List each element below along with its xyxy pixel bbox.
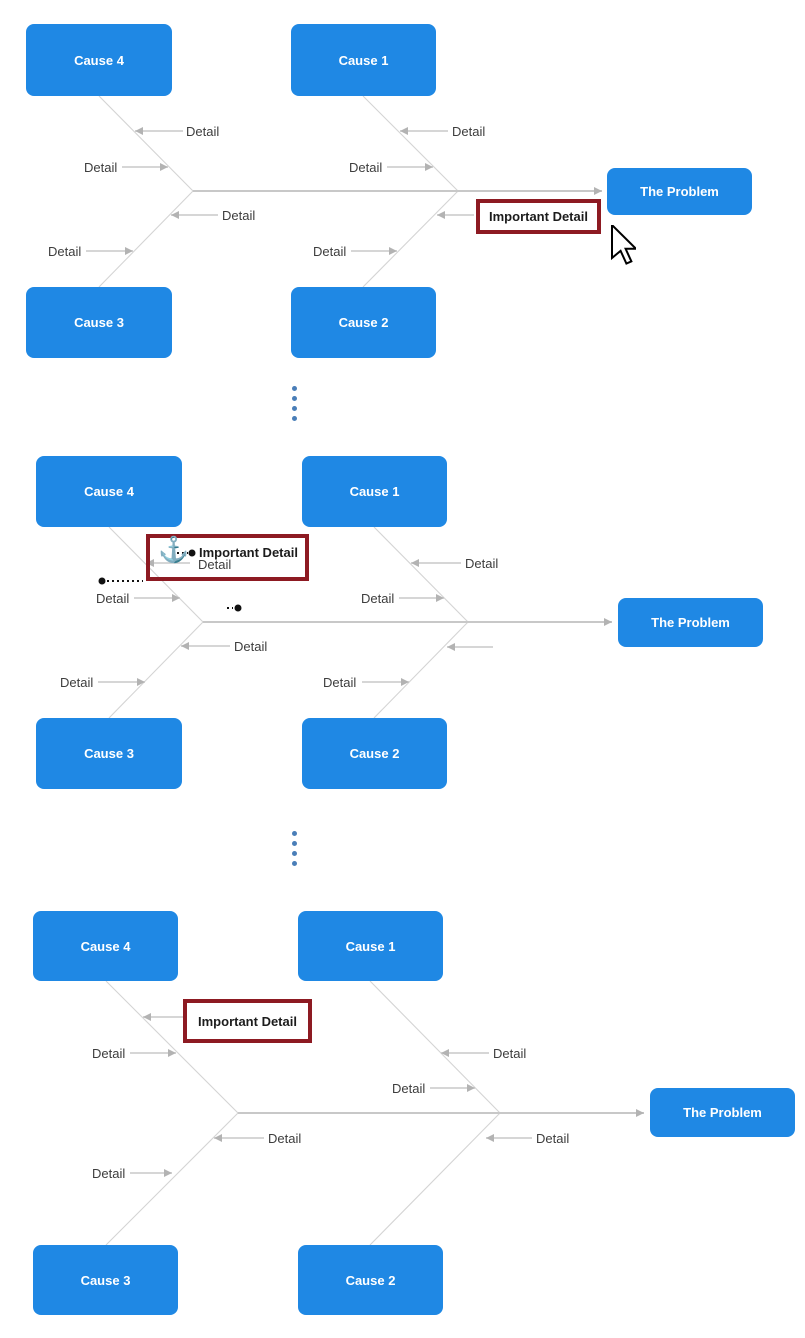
detail-label[interactable]: Detail <box>198 557 232 572</box>
detail-label[interactable]: Detail <box>222 208 256 223</box>
problem-box[interactable]: The Problem <box>618 598 763 647</box>
cause-2-box[interactable]: Cause 2 <box>291 287 436 358</box>
fishbone-3-detail-arrows <box>130 1013 532 1177</box>
detail-label[interactable]: Detail <box>234 639 268 654</box>
cause-4-box[interactable]: Cause 4 <box>33 911 178 981</box>
problem-box[interactable]: The Problem <box>650 1088 795 1137</box>
detail-label[interactable]: Detail <box>392 1081 426 1096</box>
detail-label[interactable]: Detail <box>268 1131 302 1146</box>
separator-dot <box>292 386 297 391</box>
detail-label[interactable]: Detail <box>493 1046 527 1061</box>
detail-label[interactable]: Detail <box>536 1131 570 1146</box>
cause-2-box[interactable]: Cause 2 <box>298 1245 443 1315</box>
separator-dot <box>292 831 297 836</box>
cause-1-box[interactable]: Cause 1 <box>298 911 443 981</box>
anchor-move-cursor-icon: ⚓ <box>158 536 190 564</box>
detail-label[interactable]: Detail <box>60 675 94 690</box>
detail-label[interactable]: Detail <box>313 244 347 259</box>
important-detail-label-dragging[interactable]: Important Detail <box>199 545 298 560</box>
mouse-pointer-icon <box>611 225 636 265</box>
detail-label[interactable]: Detail <box>92 1166 126 1181</box>
detail-label[interactable]: Detail <box>186 124 220 139</box>
detail-label[interactable]: Detail <box>48 244 82 259</box>
detail-label[interactable]: Detail <box>84 160 118 175</box>
separator-dot <box>292 841 297 846</box>
fishbone-3-bones <box>105 980 644 1246</box>
cause-1-box[interactable]: Cause 1 <box>291 24 436 96</box>
detail-label[interactable]: Detail <box>361 591 395 606</box>
fishbone-2-detail-arrows <box>98 559 493 686</box>
drag-preview-dots <box>98 549 242 612</box>
detail-label[interactable]: Detail <box>96 591 130 606</box>
cause-2-box[interactable]: Cause 2 <box>302 718 447 789</box>
cause-3-box[interactable]: Cause 3 <box>33 1245 178 1315</box>
separator-dot <box>292 396 297 401</box>
detail-label[interactable]: Detail <box>465 556 499 571</box>
fishbone-2-bones <box>108 526 612 719</box>
cause-4-box[interactable]: Cause 4 <box>36 456 182 527</box>
separator-dot <box>292 406 297 411</box>
detail-label[interactable]: Detail <box>349 160 383 175</box>
separator-dot <box>292 416 297 421</box>
separator-dot <box>292 851 297 856</box>
cause-1-box[interactable]: Cause 1 <box>302 456 447 527</box>
cause-4-box[interactable]: Cause 4 <box>26 24 172 96</box>
fishbone-1-detail-arrows <box>86 127 474 255</box>
important-detail-highlight[interactable]: Important Detail <box>476 199 601 234</box>
separator-dot <box>292 861 297 866</box>
important-detail-highlight <box>146 534 309 581</box>
cause-3-box[interactable]: Cause 3 <box>26 287 172 358</box>
fishbone-1-bones <box>98 95 602 288</box>
detail-label[interactable]: Detail <box>323 675 357 690</box>
cause-3-box[interactable]: Cause 3 <box>36 718 182 789</box>
detail-label[interactable]: Detail <box>452 124 486 139</box>
detail-label[interactable]: Detail <box>92 1046 126 1061</box>
important-detail-highlight[interactable]: Important Detail <box>183 999 312 1043</box>
problem-box[interactable]: The Problem <box>607 168 752 215</box>
